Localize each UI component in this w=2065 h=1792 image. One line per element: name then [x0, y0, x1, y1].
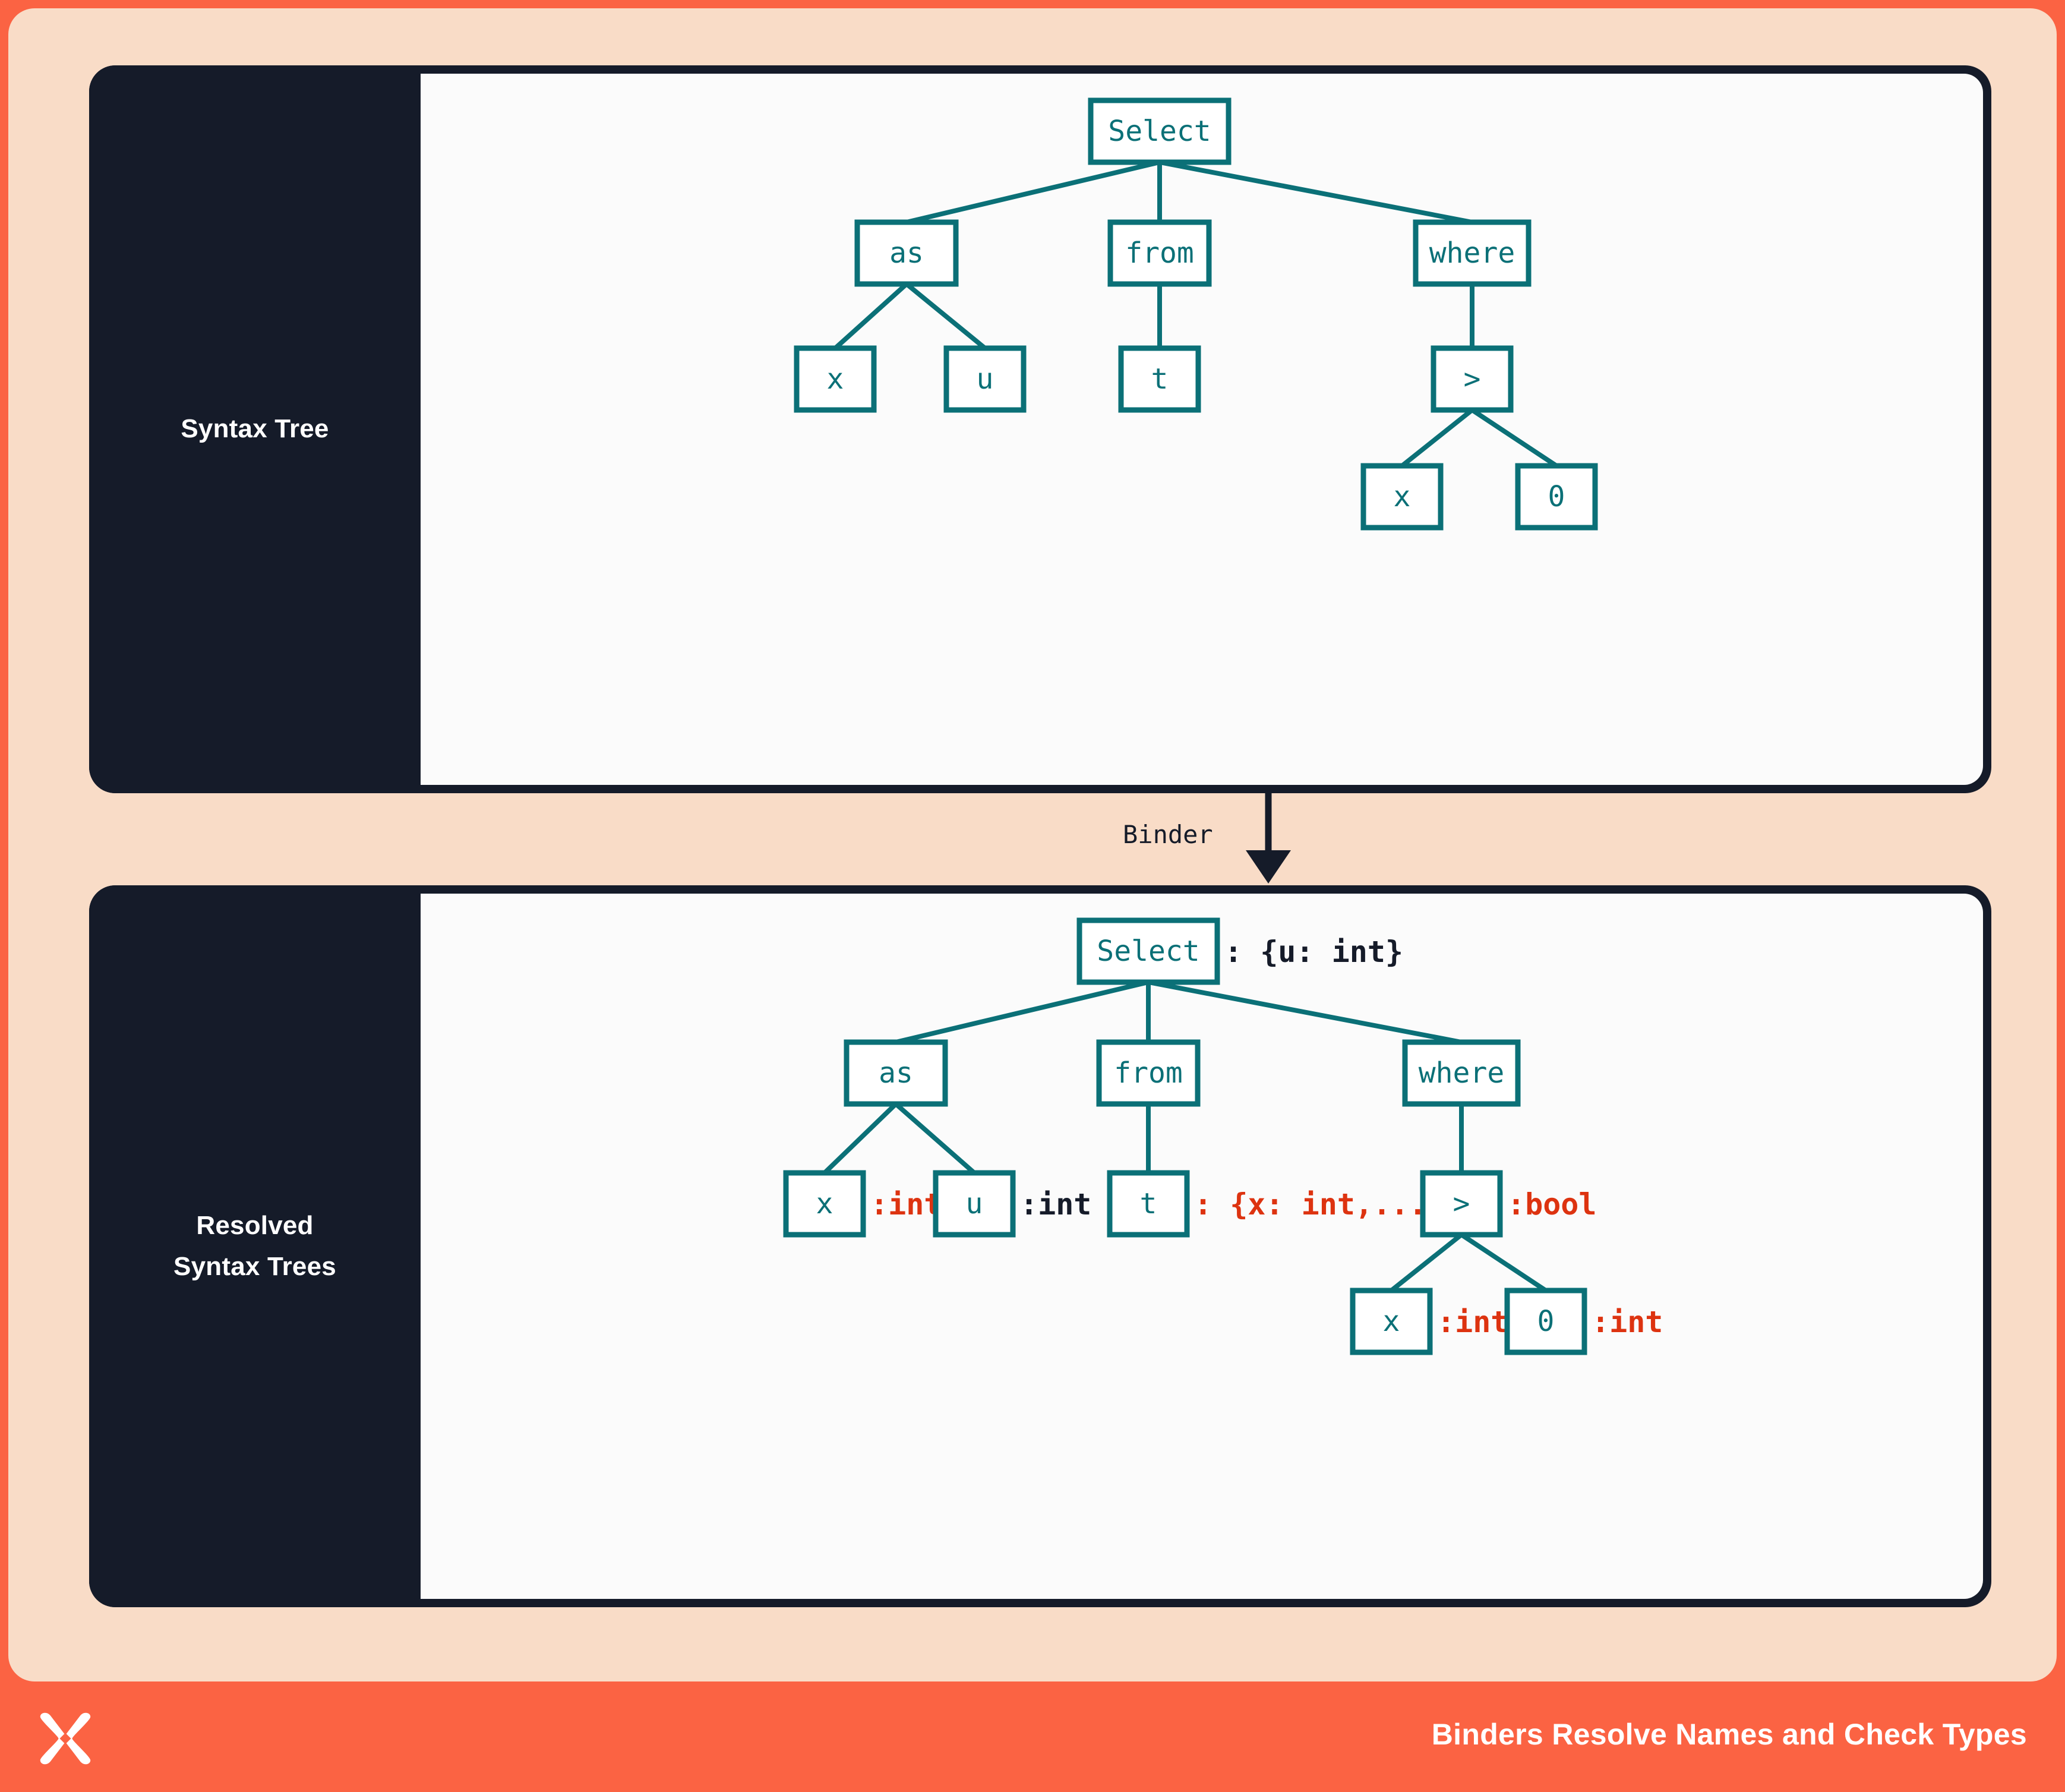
- tree-node-type-annotation: :int: [1437, 1305, 1508, 1339]
- tree-node[interactable]: Select : {u: int}: [1076, 917, 1403, 985]
- tree-node[interactable]: x: [1360, 463, 1444, 531]
- tree-node-label: from: [1114, 1056, 1183, 1090]
- panel-bottom-label: Resolved Syntax Trees: [173, 1206, 336, 1286]
- tree-node-label: Select: [1108, 115, 1211, 148]
- tree-node-label: 0: [1548, 480, 1565, 513]
- tree-edge: [1148, 980, 1462, 1045]
- tree-edge: [1470, 408, 1558, 468]
- tree-node-label: as: [879, 1056, 913, 1090]
- tree-node[interactable]: 0 :int: [1504, 1288, 1663, 1355]
- tree-node-label: x: [816, 1187, 833, 1220]
- tree-node-label: u: [966, 1187, 983, 1220]
- tree-node-box[interactable]: [1504, 1288, 1587, 1355]
- tree-node-type-annotation: : {u: int}: [1224, 935, 1403, 969]
- tree-node-label: t: [1140, 1187, 1157, 1220]
- panel-syntax-tree: Syntax Tree Select as from where x u t > x 0: [89, 65, 1991, 793]
- tree-edge: [833, 282, 908, 350]
- tree-node[interactable]: > :bool: [1420, 1170, 1597, 1238]
- binder-arrow-icon: [1246, 793, 1291, 884]
- tree-node-box[interactable]: [1360, 463, 1444, 531]
- tree-node-box[interactable]: [854, 219, 959, 287]
- tree-node[interactable]: as: [844, 1039, 948, 1107]
- tree-node[interactable]: u :int: [933, 1170, 1091, 1238]
- tree-node[interactable]: u: [943, 345, 1027, 413]
- tree-node-type-annotation: :bool: [1507, 1187, 1597, 1222]
- tree-node-box[interactable]: [1076, 917, 1220, 985]
- tree-node-type-annotation: :int: [1020, 1187, 1091, 1222]
- tree-edges: [823, 980, 1548, 1293]
- tree-node[interactable]: x: [794, 345, 877, 413]
- tree-edge: [1390, 1232, 1463, 1293]
- panel-bottom-label-line2: Syntax Trees: [173, 1251, 336, 1281]
- panel-top-sidebar: Syntax Tree: [89, 65, 421, 793]
- tree-node-box[interactable]: [933, 1170, 1016, 1238]
- tree-node-type-annotation: : {x: int,...}: [1194, 1187, 1444, 1222]
- tree-node-box[interactable]: [1107, 219, 1212, 287]
- panel-bottom-label-line1: Resolved: [196, 1211, 314, 1241]
- tree-node-box[interactable]: [1515, 463, 1598, 531]
- tree-node-type-annotation: :int: [870, 1187, 942, 1222]
- tree-edges: [833, 160, 1558, 468]
- tree-node-label: where: [1429, 236, 1515, 270]
- tree-node-box[interactable]: [943, 345, 1027, 413]
- panel-resolved-syntax-trees: Resolved Syntax Trees Select : {u: int} as…: [89, 885, 1991, 1607]
- syntax-tree-canvas: Select as from where x u t > x 0: [794, 97, 1598, 531]
- tree-node[interactable]: 0: [1515, 463, 1598, 531]
- tree-node-box[interactable]: [1107, 1170, 1190, 1238]
- binder-transition: Binder: [89, 793, 1991, 885]
- tree-edge: [906, 160, 1160, 225]
- resolved-syntax-tree-canvas: Select : {u: int} as from where x :int u :int t : …: [783, 917, 1663, 1355]
- panel-top-body: Select as from where x u t > x 0: [421, 74, 1983, 785]
- binder-label: Binder: [1123, 820, 1213, 849]
- tree-edge: [894, 1102, 976, 1175]
- tree-node-box[interactable]: [844, 1039, 948, 1107]
- tree-node-box[interactable]: [1413, 219, 1532, 287]
- tree-node-label: u: [977, 362, 994, 396]
- tree-edge: [1159, 160, 1473, 225]
- tree-node[interactable]: from: [1096, 1039, 1201, 1107]
- tree-edge: [1460, 1232, 1548, 1293]
- tree-node[interactable]: t : {x: int,...}: [1107, 1170, 1444, 1238]
- panel-bottom-sidebar: Resolved Syntax Trees: [89, 885, 421, 1607]
- x-butterfly-logo-icon: [40, 1712, 91, 1765]
- tree-node[interactable]: where: [1402, 1039, 1521, 1107]
- tree-node-label: x: [1383, 1305, 1400, 1338]
- tree-node[interactable]: where: [1413, 219, 1532, 287]
- tree-node[interactable]: x :int: [1350, 1288, 1508, 1355]
- tree-edge: [823, 1102, 898, 1175]
- tree-edge: [1400, 408, 1474, 468]
- tree-node-box[interactable]: [794, 345, 877, 413]
- panel-top-label: Syntax Tree: [181, 414, 329, 444]
- tree-node-box[interactable]: [1088, 97, 1232, 165]
- tree-node[interactable]: from: [1107, 219, 1212, 287]
- tree-node-label: where: [1419, 1056, 1505, 1090]
- tree-node-label: x: [827, 362, 844, 396]
- tree-node[interactable]: Select: [1088, 97, 1232, 165]
- tree-node-box[interactable]: [1431, 345, 1514, 413]
- tree-node-label: 0: [1537, 1305, 1555, 1338]
- tree-node[interactable]: t: [1118, 345, 1201, 413]
- tree-node-label: as: [889, 236, 924, 270]
- tree-node[interactable]: x :int: [783, 1170, 942, 1238]
- tree-node-box[interactable]: [1420, 1170, 1503, 1238]
- tree-node-label: t: [1151, 362, 1169, 396]
- tree-node-label: from: [1125, 236, 1194, 270]
- tree-node-box[interactable]: [1118, 345, 1201, 413]
- tree-node-label: Select: [1097, 935, 1199, 968]
- tree-node-box[interactable]: [1350, 1288, 1433, 1355]
- tree-node-label: >: [1453, 1187, 1470, 1220]
- tree-node-label: x: [1394, 480, 1411, 513]
- tree-node-type-annotation: :int: [1592, 1305, 1663, 1339]
- tree-node-box[interactable]: [783, 1170, 866, 1238]
- footer-bar: Binders Resolve Names and Check Types: [0, 1681, 2065, 1792]
- footer-title: Binders Resolve Names and Check Types: [1431, 1718, 2027, 1751]
- tree-edge: [905, 282, 987, 351]
- tree-node-box[interactable]: [1096, 1039, 1201, 1107]
- tree-node[interactable]: >: [1431, 345, 1514, 413]
- panel-bottom-body: Select : {u: int} as from where x :int u :int t : …: [421, 894, 1983, 1599]
- tree-edge: [895, 980, 1149, 1045]
- tree-node-box[interactable]: [1402, 1039, 1521, 1107]
- tree-node[interactable]: as: [854, 219, 959, 287]
- tree-node-label: >: [1464, 362, 1481, 396]
